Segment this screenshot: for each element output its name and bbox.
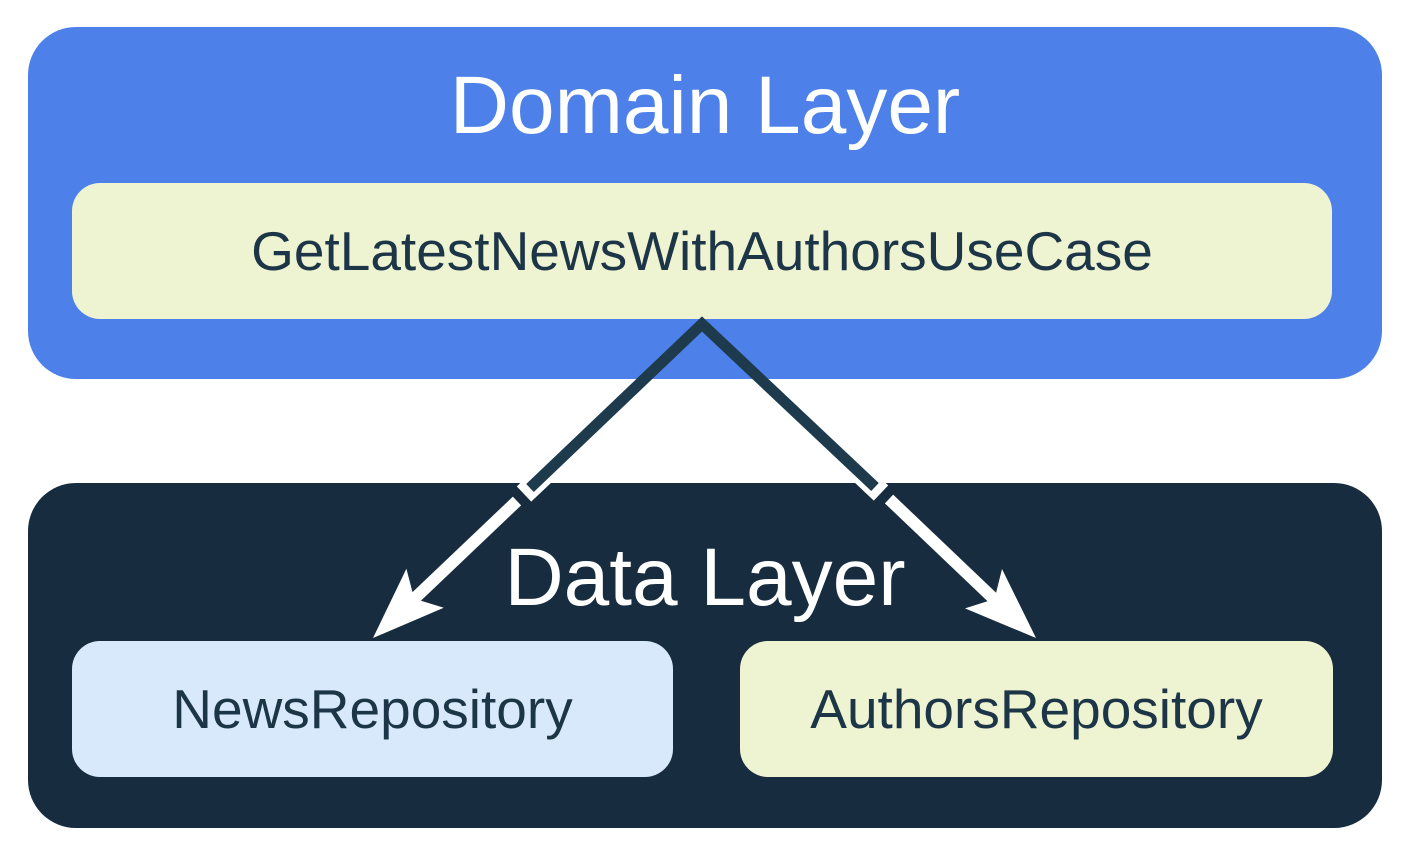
data-layer-title: Data Layer <box>504 532 906 623</box>
news-repository-label: NewsRepository <box>172 678 573 740</box>
news-repository-node: NewsRepository <box>72 641 673 777</box>
domain-layer-title: Domain Layer <box>449 60 961 151</box>
authors-repository-node: AuthorsRepository <box>740 641 1333 777</box>
usecase-node: GetLatestNewsWithAuthorsUseCase <box>72 183 1332 319</box>
usecase-node-label: GetLatestNewsWithAuthorsUseCase <box>251 220 1153 282</box>
authors-repository-label: AuthorsRepository <box>810 678 1263 740</box>
